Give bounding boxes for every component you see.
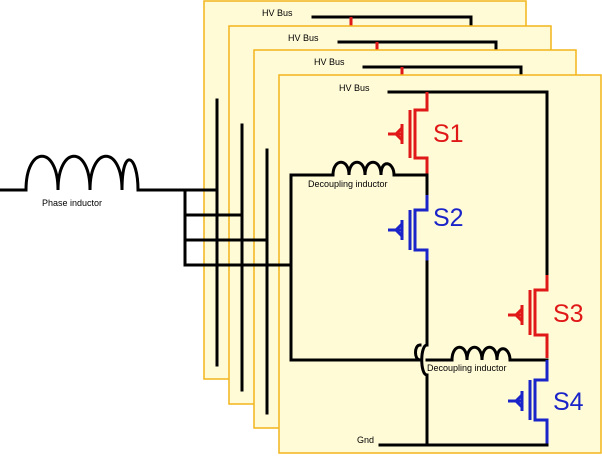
phase-bus — [183, 98, 293, 415]
gnd-label: Gnd — [357, 435, 374, 445]
decoupling-inductor-1: Decoupling inductor — [289, 160, 429, 189]
switch-s4: S4 — [508, 360, 584, 445]
switch-s3: S3 — [508, 275, 584, 358]
hv-bus-label-3: HV Bus — [314, 57, 345, 67]
switch-s1: S1 — [388, 92, 464, 175]
hv-bus-label-4: HV Bus — [339, 83, 370, 93]
hv-bus-label-2: HV Bus — [288, 33, 319, 43]
phase-inductor: Phase inductor — [0, 154, 187, 208]
switch-s1-label: S1 — [433, 120, 464, 148]
phase-inductor-label: Phase inductor — [42, 198, 102, 208]
decoupling-inductor-2: Decoupling inductor — [425, 345, 549, 373]
front-card-circuit: HV Bus S1 Decoupling inductor — [289, 83, 584, 447]
switch-s2-label: S2 — [433, 204, 464, 232]
hv-bus-label-1: HV Bus — [262, 8, 293, 18]
switch-s3-label: S3 — [553, 300, 584, 328]
decoupling-inductor-label-2: Decoupling inductor — [427, 363, 507, 373]
decoupling-inductor-label-1: Decoupling inductor — [308, 179, 388, 189]
switch-s4-label: S4 — [553, 388, 584, 416]
switch-s2: S2 — [388, 195, 464, 262]
